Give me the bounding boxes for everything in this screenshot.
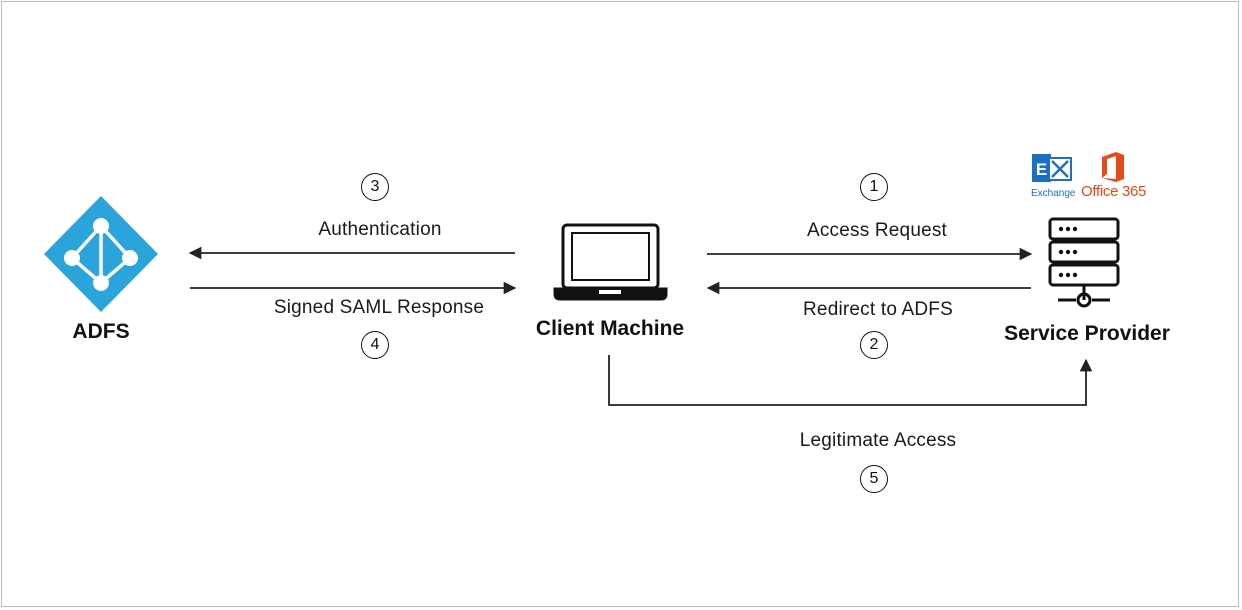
exchange-letter: E xyxy=(1036,160,1047,179)
step-badge-5: 5 xyxy=(860,465,888,493)
office365-logo-icon xyxy=(1102,152,1124,182)
exchange-logo-icon: E xyxy=(1032,154,1072,182)
step-badge-4: 4 xyxy=(361,331,389,359)
adfs-diamond-icon xyxy=(44,196,158,312)
server-icon xyxy=(1048,217,1120,308)
service-provider-label: Service Provider xyxy=(1004,322,1170,345)
exchange-logo-label: Exchange xyxy=(1031,188,1076,199)
flow-label-signed-saml-response: Signed SAML Response xyxy=(273,297,485,318)
adfs-label: ADFS xyxy=(72,320,130,343)
laptop-icon xyxy=(553,223,668,301)
flow-label-redirect-to-adfs: Redirect to ADFS xyxy=(803,299,953,320)
step-badge-3: 3 xyxy=(361,173,389,201)
arrow-legitimate-access xyxy=(608,355,1093,406)
office365-logo-label: Office 365 xyxy=(1081,183,1147,200)
flow-label-authentication: Authentication xyxy=(318,219,442,240)
step-badge-1: 1 xyxy=(860,173,888,201)
flow-label-legitimate-access: Legitimate Access xyxy=(799,430,957,451)
client-machine-label: Client Machine xyxy=(535,317,685,340)
flow-label-access-request: Access Request xyxy=(806,220,948,241)
step-badge-2: 2 xyxy=(860,331,888,359)
